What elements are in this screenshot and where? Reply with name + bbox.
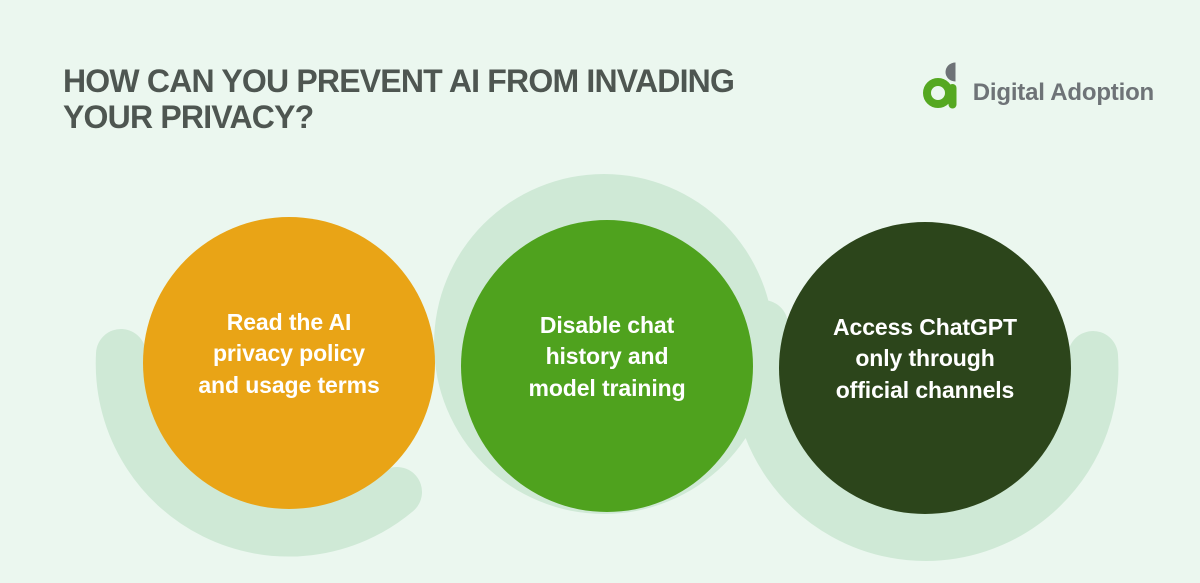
brand-logo: Digital Adoption	[922, 62, 1154, 109]
logo-leaf-shape	[945, 62, 956, 82]
step-label: Access ChatGPT only through official cha…	[833, 314, 1017, 403]
decor-arc-left	[95, 329, 422, 557]
step-circle-disable-chat-history: Disable chat history and model training	[461, 220, 753, 512]
step-label: Read the AI privacy policy and usage ter…	[198, 309, 380, 398]
step-circle-read-privacy-policy: Read the AI privacy policy and usage ter…	[143, 217, 435, 509]
logo-a-stem	[948, 84, 957, 109]
logo-a-bowl	[922, 78, 953, 108]
step-circle-access-official-channels: Access ChatGPT only through official cha…	[779, 222, 1071, 514]
digital-adoption-logo-icon	[922, 62, 957, 109]
brand-name: Digital Adoption	[972, 79, 1154, 106]
page-title: HOW CAN YOU PREVENT AI FROM INVADING YOU…	[63, 63, 735, 135]
decor-arc-right	[732, 300, 1119, 561]
step-label: Disable chat history and model training	[528, 312, 686, 401]
